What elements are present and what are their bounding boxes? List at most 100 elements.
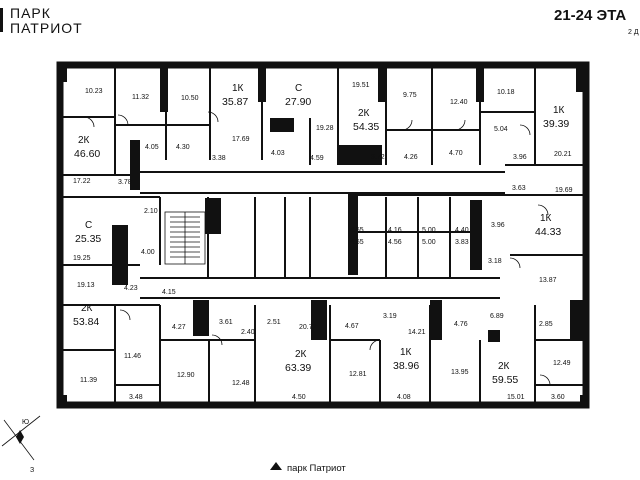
apt-type: 2К (358, 108, 370, 119)
apt-type: 1К (553, 105, 565, 116)
room-area: 3.63 (512, 185, 526, 192)
room-area: 12.49 (553, 360, 571, 367)
room-area: 3.18 (488, 258, 502, 265)
room-area: 4.50 (292, 394, 306, 401)
apt-type: С (85, 220, 92, 231)
room-area: 19.69 (555, 187, 573, 194)
room-area: 4.70 (449, 150, 463, 157)
room-area: 3.19 (383, 313, 397, 320)
room-area: 4.08 (397, 394, 411, 401)
room-area: 5.00 (422, 239, 436, 246)
interior-walls (63, 68, 583, 402)
compass: Ю З (1, 415, 41, 474)
room-area: 12.40 (450, 99, 468, 106)
stairwell (164, 211, 206, 265)
room-area: 4.16 (388, 227, 402, 234)
room-area: 20.21 (554, 151, 572, 158)
room-area: 19.13 (77, 282, 95, 289)
room-area: 17.22 (73, 178, 91, 185)
room-area: 3.78 (118, 179, 132, 186)
compass-north: Ю (22, 419, 29, 426)
apt-area: 44.33 (535, 226, 561, 238)
room-area: 4.30 (176, 144, 190, 151)
room-area: 6.89 (490, 313, 504, 320)
apt-area: 27.90 (285, 96, 311, 108)
room-area: 10.50 (181, 95, 199, 102)
room-area: 3.83 (455, 239, 469, 246)
apt-area: 59.55 (492, 374, 518, 386)
room-area: 19.25 (73, 255, 91, 262)
room-area: 12.48 (232, 380, 250, 387)
apt-type: 2К (295, 349, 307, 360)
apartment-labels: 2К 46.60 1К 35.87 С 27.90 2К 54.35 1К 39… (73, 83, 569, 386)
room-area: 4.15 (162, 289, 176, 296)
room-area: 3.72 (371, 154, 385, 161)
room-area: 10.23 (85, 88, 103, 95)
room-area: 9.75 (403, 92, 417, 99)
floors-label: 21-24 ЭТА (554, 7, 626, 24)
room-area: 4.59 (310, 155, 324, 162)
room-area: 11.32 (132, 94, 149, 101)
apt-area: 25.35 (75, 233, 101, 245)
room-area: 4.03 (271, 150, 285, 157)
room-area: 4.26 (404, 154, 418, 161)
section-label: 2 Д (628, 29, 639, 36)
room-area: 4.00 (141, 249, 155, 256)
room-area: 4.23 (124, 285, 138, 292)
apt-area: 54.35 (353, 121, 379, 133)
apt-area: 35.87 (222, 96, 248, 108)
room-area: 2.51 (267, 319, 281, 326)
room-area: 3.96 (513, 154, 527, 161)
room-area: 4.27 (172, 324, 186, 331)
apt-type: 1К (232, 83, 244, 94)
room-area: 4.56 (388, 239, 402, 246)
apt-type: 2К (498, 361, 510, 372)
room-area: 3.48 (129, 394, 143, 401)
room-area: 4.55 (350, 239, 364, 246)
room-area: 19.28 (316, 125, 334, 132)
apt-type: 1К (540, 213, 552, 224)
room-area: 4.40 (455, 227, 469, 234)
room-area: 17.69 (232, 136, 250, 143)
room-labels: 10.23 11.32 10.50 19.51 9.75 12.40 10.18… (73, 82, 573, 401)
apt-type: 1К (400, 347, 412, 358)
room-area: 13.95 (451, 369, 469, 376)
logo-line2: ПАТРИОТ (10, 20, 83, 36)
room-area: 15.01 (507, 394, 525, 401)
room-area: 3.96 (491, 222, 505, 229)
room-area: 11.46 (124, 353, 141, 360)
room-area: 2.10 (144, 208, 158, 215)
door-swings (83, 111, 551, 386)
logo-mark (0, 8, 3, 32)
apt-type: 2К (78, 135, 90, 146)
room-area: 5.04 (494, 126, 508, 133)
room-area: 2.40 (241, 329, 255, 336)
outer-walls (56, 61, 590, 409)
room-area: 19.51 (352, 82, 370, 89)
room-area: 11.39 (80, 377, 97, 384)
footer-brand-text: парк Патриот (287, 463, 346, 474)
apt-area: 46.60 (74, 148, 100, 160)
apt-type: 2К (81, 303, 93, 314)
apt-area: 38.96 (393, 360, 419, 372)
room-area: 10.18 (497, 89, 515, 96)
room-area: 12.90 (177, 372, 195, 379)
room-area: 20.72 (299, 324, 317, 331)
room-area: 3.61 (219, 319, 233, 326)
room-area: 12.81 (349, 371, 367, 378)
brand-logo-icon (270, 462, 282, 470)
apt-type: С (295, 83, 302, 94)
apt-area: 63.39 (285, 362, 311, 374)
room-area: 13.87 (539, 277, 557, 284)
compass-needle-icon (16, 430, 24, 444)
room-area: 4.67 (345, 323, 359, 330)
room-area: 14.21 (408, 329, 426, 336)
room-area: 4.55 (350, 227, 364, 234)
apt-area: 39.39 (543, 118, 569, 130)
footer-brand: парк Патриот (270, 462, 346, 474)
apt-area: 53.84 (73, 316, 99, 328)
room-area: 4.05 (145, 144, 159, 151)
logo-line1: ПАРК (10, 5, 51, 21)
room-area: 3.38 (212, 155, 226, 162)
